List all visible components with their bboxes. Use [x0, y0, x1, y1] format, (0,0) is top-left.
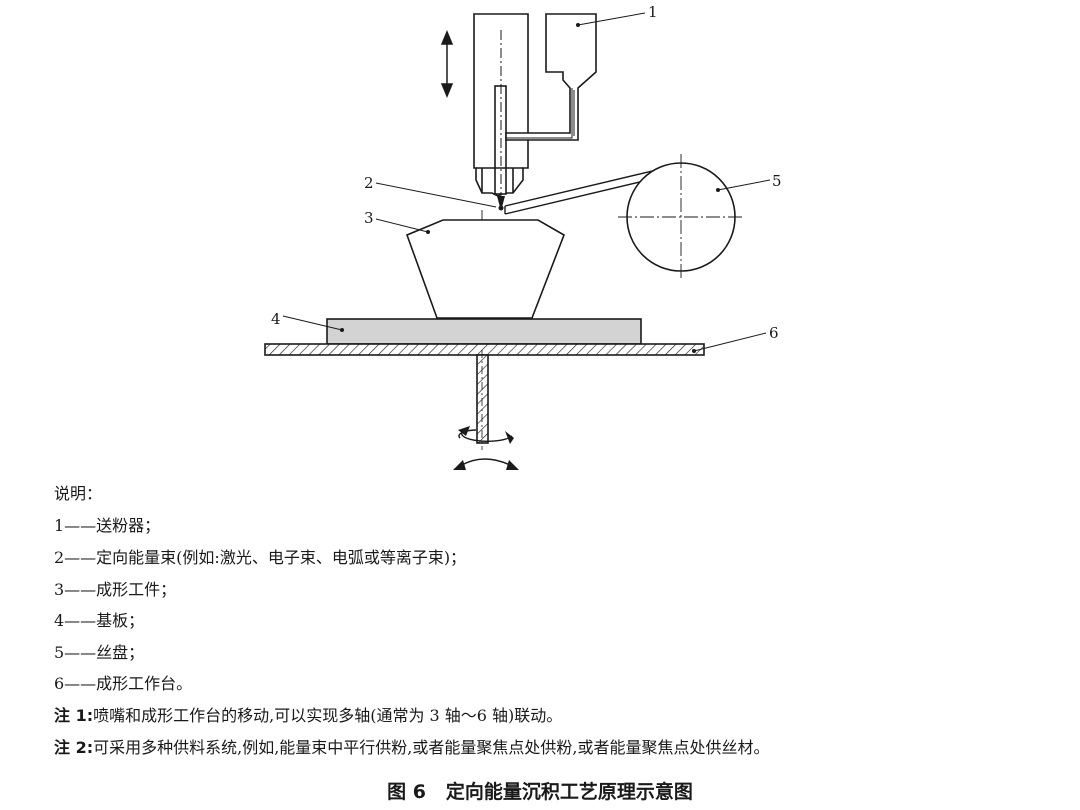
tilt-arrow	[453, 458, 519, 470]
callout-1: 1	[648, 3, 658, 21]
note-1-text: 喷嘴和成形工作台的移动,可以实现多轴(通常为 3 轴～6 轴)联动。	[93, 706, 563, 725]
legend-title: 说明：	[54, 484, 103, 503]
note-2: 注 2:可采用多种供料系统,例如,能量束中平行供粉,或者能量聚焦点处供粉,或者能…	[54, 734, 769, 758]
substrate	[326, 318, 642, 345]
build-platform	[264, 343, 705, 356]
platform-shaft	[476, 354, 489, 444]
legend-item-5: 5——丝盘；	[54, 643, 145, 662]
energy-beam	[497, 196, 505, 211]
note-2-label: 注 2:	[54, 738, 94, 757]
legend-item-2: 2——定向能量束(例如:激光、电子束、电弧或等离子束)；	[54, 548, 467, 567]
note-1: 注 1:喷嘴和成形工作台的移动,可以实现多轴(通常为 3 轴～6 轴)联动。	[54, 702, 562, 726]
legend-item-6: 6——成形工作台。	[54, 674, 193, 693]
legend-item-4: 4——基板；	[54, 611, 145, 630]
ded-schematic: 1 2 3 4 5 6	[264, 3, 782, 470]
legend-item-1: 1——送粉器；	[54, 516, 161, 535]
leader-lines	[282, 12, 771, 352]
vertical-motion-arrow	[440, 30, 454, 98]
rotation-arrow	[458, 426, 514, 444]
leader-dots	[340, 23, 720, 353]
figure-caption: 图 6 定向能量沉积工艺原理示意图	[387, 781, 693, 803]
callout-4: 4	[271, 310, 281, 328]
note-1-label: 注 1:	[54, 706, 94, 725]
wire-spool	[618, 154, 744, 280]
callout-5: 5	[772, 172, 782, 190]
legend-item-3: 3——成形工件；	[54, 580, 177, 599]
note-2-text: 可采用多种供料系统,例如,能量束中平行供粉,或者能量聚焦点处供粉,或者能量聚焦点…	[93, 738, 770, 757]
powder-feeder	[505, 13, 597, 141]
callout-3: 3	[364, 209, 374, 227]
callout-2: 2	[364, 174, 374, 192]
workpiece	[405, 219, 565, 319]
callout-6: 6	[769, 324, 779, 342]
